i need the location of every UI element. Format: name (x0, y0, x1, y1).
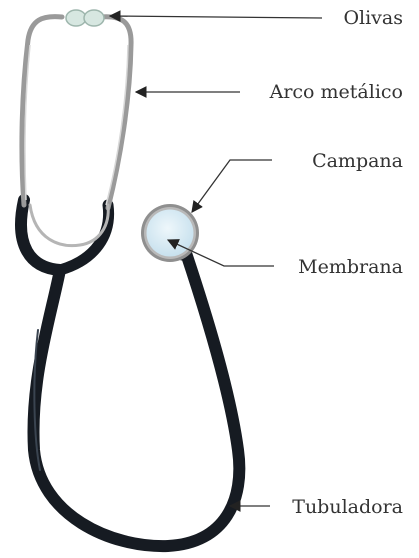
diaphragm (147, 210, 194, 257)
tubing (21, 200, 239, 546)
metal-arc-left (22, 17, 62, 205)
olive-right (84, 10, 104, 26)
metal-inner-curve (30, 205, 108, 246)
metal-arc-right (100, 17, 131, 208)
label-membrana: Membrana (298, 256, 403, 278)
tubing-right-branch (60, 205, 109, 270)
label-olivas: Olivas (343, 7, 403, 29)
stethoscope-illustration (21, 10, 239, 546)
olive-left (66, 10, 86, 26)
label-tubuladora: Tubuladora (292, 496, 403, 518)
label-arco: Arco metálico (269, 81, 403, 103)
leader-olivas (110, 16, 322, 18)
leader-campana (192, 160, 272, 212)
label-campana: Campana (312, 150, 403, 172)
